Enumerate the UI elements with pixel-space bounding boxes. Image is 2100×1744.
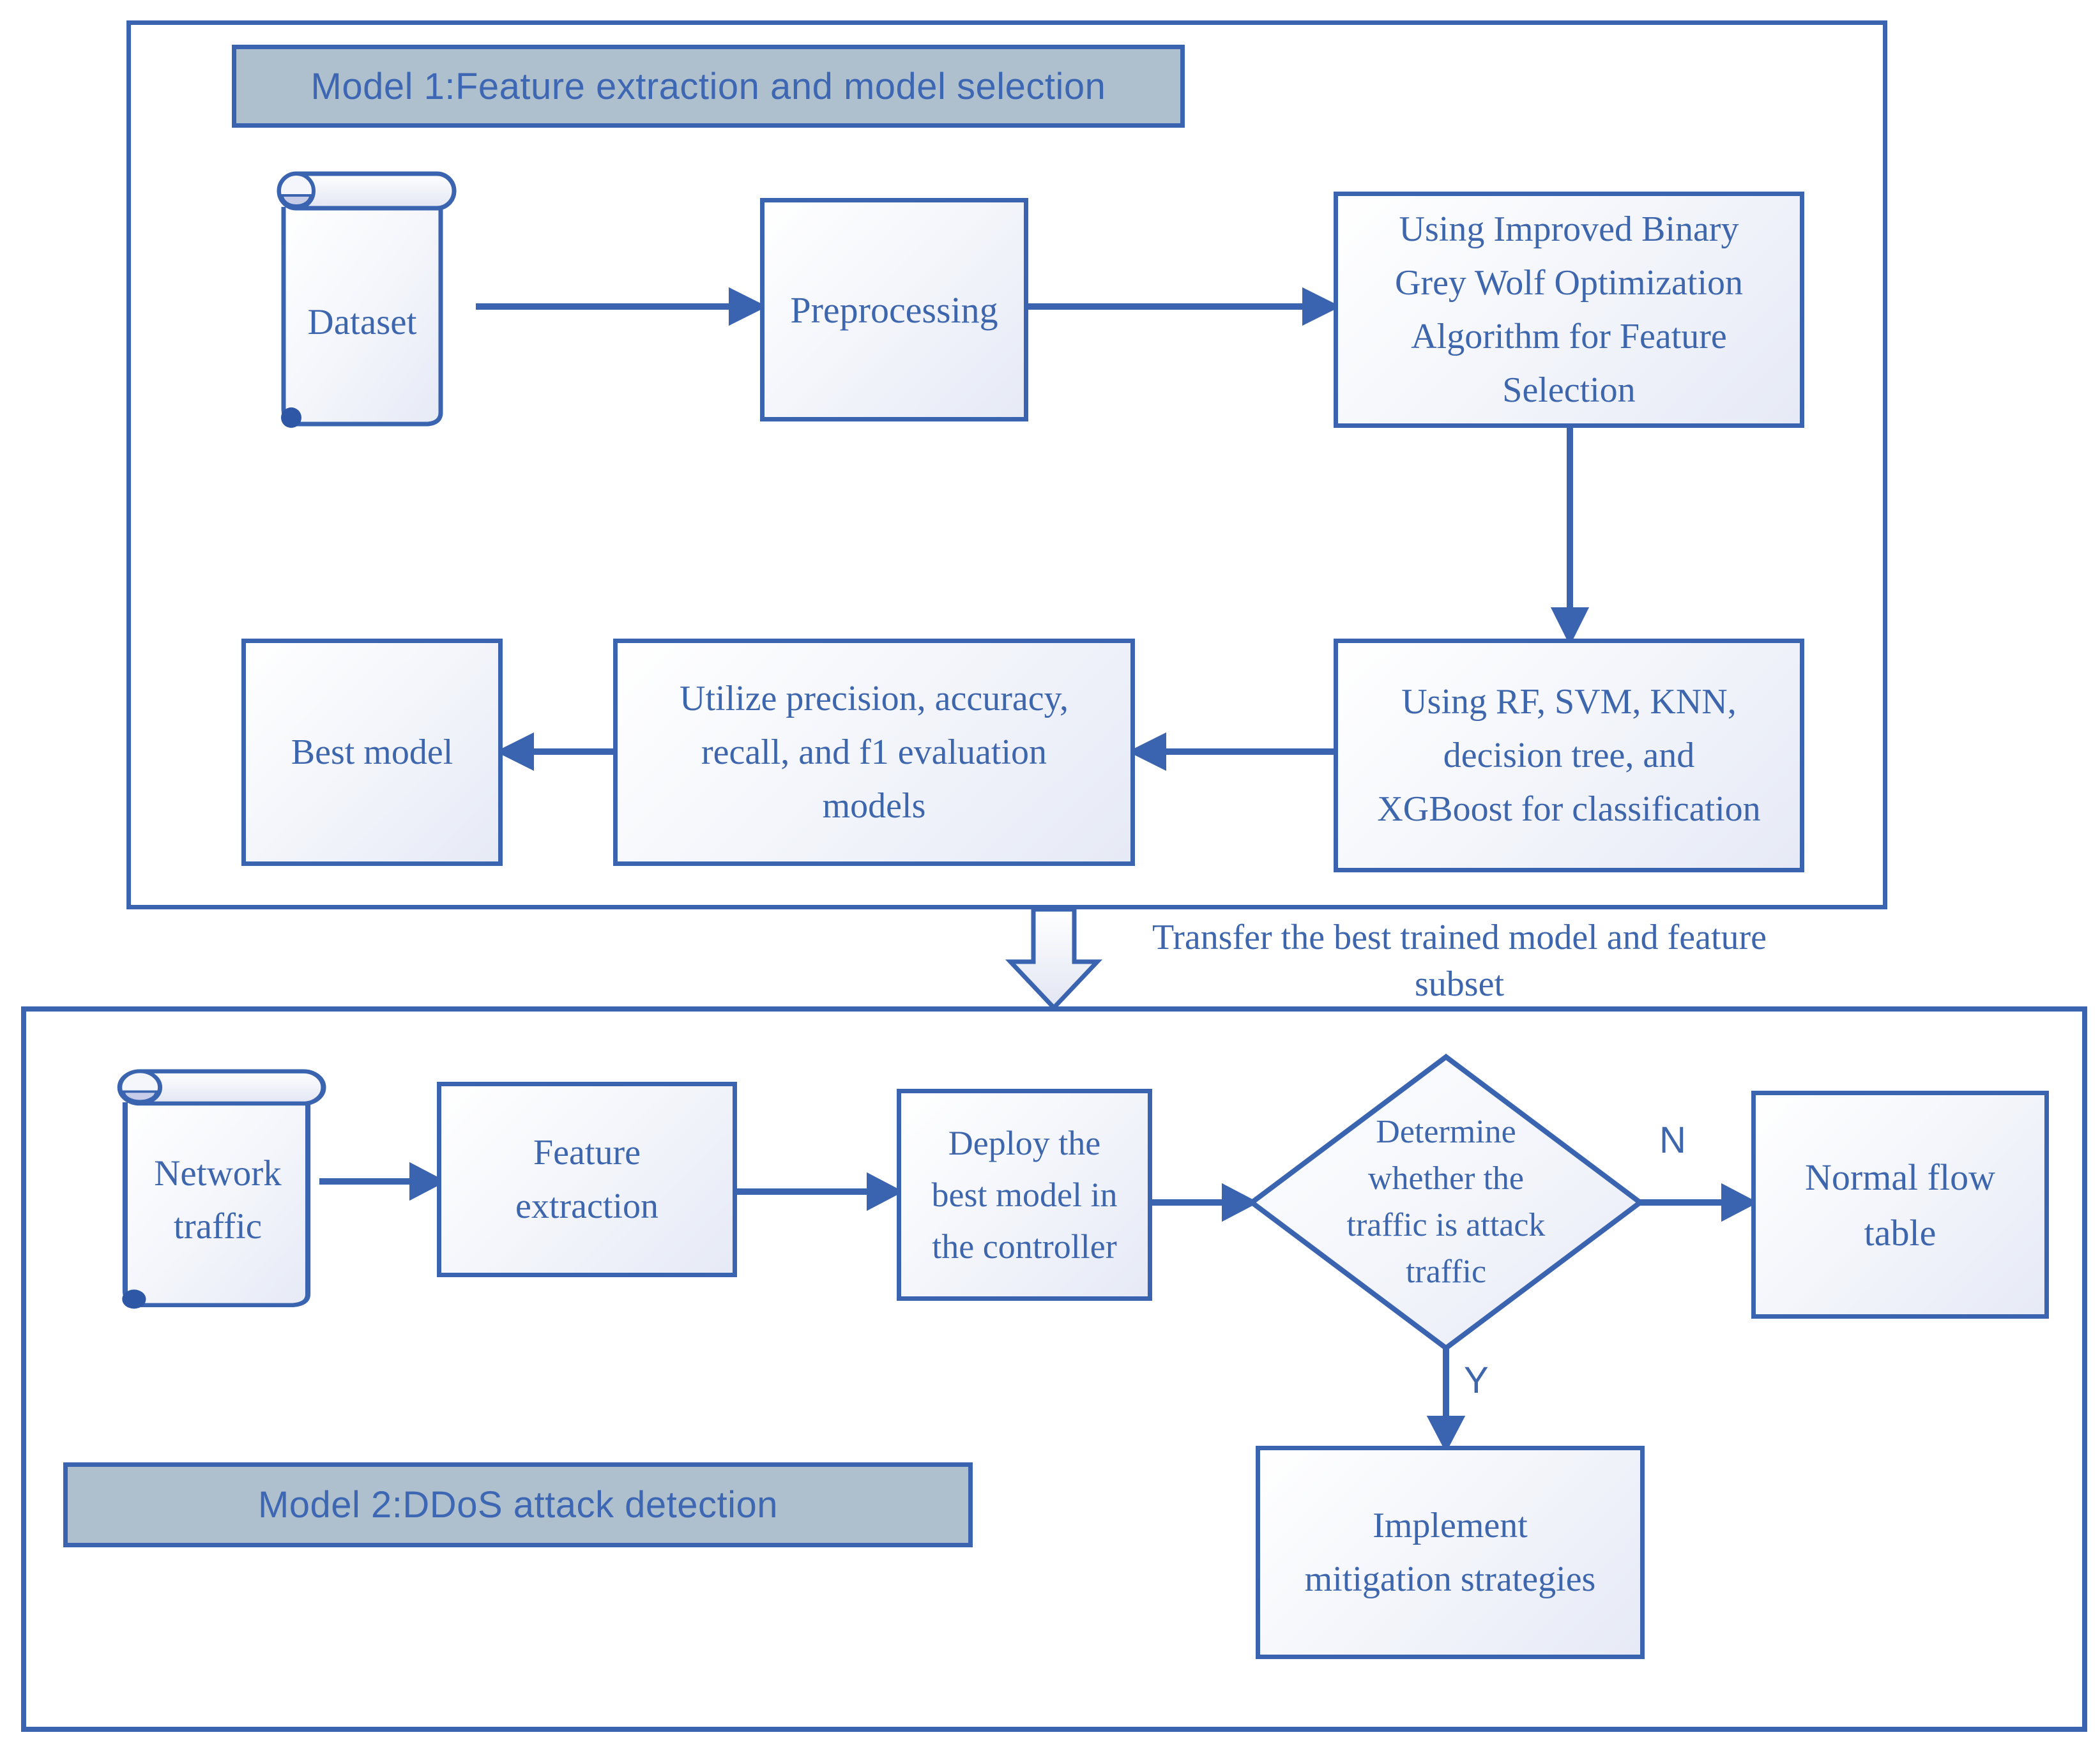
preprocessing-box: Preprocessing	[760, 198, 1028, 421]
network-traffic-label: Network traffic	[154, 1153, 282, 1247]
best-model-box: Best model	[241, 639, 503, 866]
classification-label: Using RF, SVM, KNN, decision tree, and X…	[1377, 682, 1761, 829]
feature-extraction-box: Feature extraction	[437, 1082, 737, 1277]
deploy-box: Deploy the best model in the controller	[897, 1089, 1152, 1301]
deploy-label: Deploy the best model in the controller	[931, 1123, 1118, 1266]
best-model-label: Best model	[291, 732, 453, 772]
transfer-block-arrow-icon	[1005, 907, 1103, 1012]
branch-no-label: N	[1659, 1119, 1686, 1161]
transfer-label: Transfer the best trained model and feat…	[1152, 918, 1767, 1004]
normal-flow-table-box: Normal flow table	[1751, 1091, 2049, 1319]
model1-title-bar: Model 1:Feature extraction and model sel…	[232, 45, 1185, 128]
decision-label: Determine whether the traffic is attack …	[1346, 1114, 1546, 1290]
evaluation-box: Utilize precision, accuracy, recall, and…	[613, 639, 1135, 866]
normal-flow-table-label: Normal flow table	[1805, 1156, 1995, 1254]
mitigation-label: Implement mitigation strategies	[1304, 1506, 1596, 1599]
feature-selection-label: Using Improved Binary Grey Wolf Optimiza…	[1394, 209, 1743, 410]
dataset-label: Dataset	[307, 301, 417, 342]
model1-title: Model 1:Feature extraction and model sel…	[310, 65, 1106, 107]
model2-title-bar: Model 2:DDoS attack detection	[63, 1462, 973, 1547]
preprocessing-label: Preprocessing	[790, 289, 998, 331]
evaluation-label: Utilize precision, accuracy, recall, and…	[680, 679, 1069, 826]
network-traffic-scroll-icon	[117, 1069, 326, 1309]
model2-title: Model 2:DDoS attack detection	[257, 1484, 779, 1526]
classification-box: Using RF, SVM, KNN, decision tree, and X…	[1334, 639, 1804, 872]
dataset-scroll-icon	[277, 171, 457, 428]
feature-selection-box: Using Improved Binary Grey Wolf Optimiza…	[1334, 192, 1804, 428]
branch-yes-label: Y	[1464, 1360, 1489, 1401]
feature-extraction-label: Feature extraction	[515, 1133, 658, 1226]
mitigation-box: Implement mitigation strategies	[1256, 1446, 1645, 1659]
